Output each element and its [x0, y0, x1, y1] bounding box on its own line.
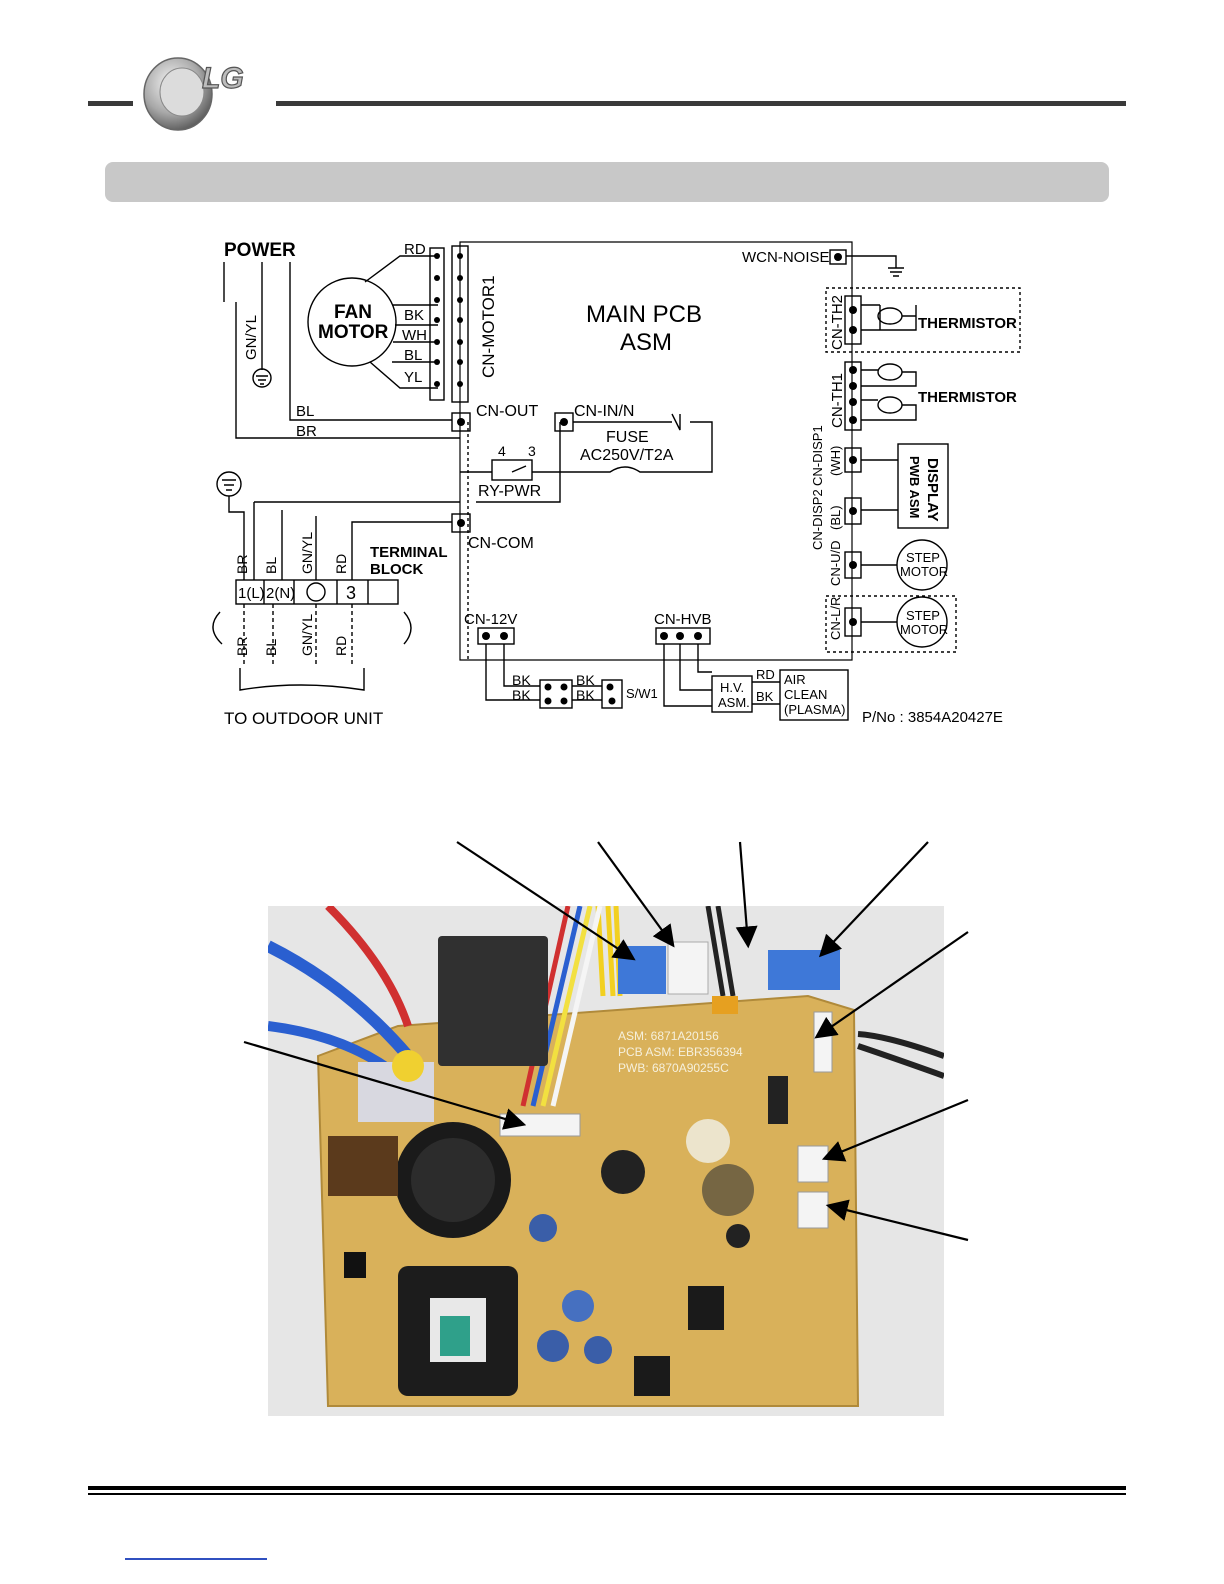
- logo-text: LG: [202, 62, 244, 95]
- term-bl-label: BL: [263, 557, 279, 574]
- terminal-block-label-1: TERMINAL: [370, 544, 448, 561]
- thermistor-label-2: THERMISTOR: [918, 389, 1017, 406]
- cn-disp1-color: (WH): [828, 446, 843, 476]
- sw1-label: S/W1: [626, 686, 658, 701]
- hv-rd-label: RD: [756, 667, 775, 682]
- ry-pwr-label: RY-PWR: [478, 483, 541, 500]
- power-label: POWER: [224, 240, 296, 261]
- br-wire-label: BR: [296, 423, 317, 440]
- air-clean-label-2: CLEAN: [784, 687, 827, 702]
- cn-motor1-label: CN-MOTOR1: [479, 275, 498, 378]
- air-clean-label-1: AIR: [784, 672, 806, 687]
- step-motor-ud-2: MOTOR: [900, 564, 948, 579]
- terminal-1: 1(L): [238, 585, 265, 602]
- section-title-bar: [105, 162, 1109, 202]
- wiring-schematic: POWER FAN MOTOR MAIN PCB ASM CN-MOTOR1 R…: [212, 240, 1021, 728]
- cn-disp2-label: CN-DISP2: [810, 489, 825, 550]
- cn-com-label: CN-COM: [468, 535, 534, 552]
- photo-pcb-asm-text: PCB ASM: EBR356394: [618, 1045, 743, 1059]
- footer-rule-thin: [88, 1493, 1126, 1495]
- header-rule-left: [88, 101, 133, 106]
- wire-wh-label: WH: [402, 327, 427, 344]
- footer-link-underline: [125, 1558, 267, 1560]
- wire-rd-label: RD: [404, 241, 426, 258]
- cn-hvb-label: CN-HVB: [654, 611, 712, 628]
- to-outdoor-label: TO OUTDOOR UNIT: [224, 709, 383, 728]
- sw-bk-4: BK: [576, 687, 595, 703]
- cn-out-label: CN-OUT: [476, 403, 538, 420]
- part-number: P/No : 3854A20427E: [862, 709, 1003, 726]
- cn-12v-label: CN-12V: [464, 611, 517, 628]
- fan-motor-label-2: MOTOR: [318, 322, 389, 343]
- gnyl-label: GN/YL: [243, 315, 260, 360]
- lg-logo: LG: [143, 57, 244, 131]
- cn-lr-label: CN-L/R: [828, 597, 843, 640]
- display-label-2: PWB ASM: [907, 456, 922, 518]
- term-gnyl-label: GN/YL: [299, 532, 315, 574]
- terminal-2: 2(N): [266, 585, 295, 602]
- out-gnyl-label: GN/YL: [299, 614, 315, 656]
- step-motor-lr-1: STEP: [906, 608, 940, 623]
- step-motor-lr-2: MOTOR: [900, 622, 948, 637]
- cn-in-n-label: CN-IN/N: [574, 403, 634, 420]
- out-bl-label: BL: [263, 639, 279, 656]
- sw-bk-1: BK: [512, 672, 531, 688]
- wire-bk-label: BK: [404, 307, 424, 324]
- photo-asm-text: ASM: 6871A20156: [618, 1029, 719, 1043]
- cn-disp2-color: (BL): [828, 505, 843, 530]
- relay-pin4: 4: [498, 443, 506, 459]
- sw-bk-3: BK: [576, 672, 595, 688]
- photo-pwb-text: PWB: 6870A90255C: [618, 1061, 729, 1075]
- terminal-3: 3: [346, 583, 356, 603]
- out-br-label: BR: [234, 637, 250, 656]
- step-motor-ud-1: STEP: [906, 550, 940, 565]
- sw-bk-2: BK: [512, 687, 531, 703]
- bl-wire-label: BL: [296, 403, 314, 420]
- out-rd-label: RD: [333, 636, 349, 656]
- wcn-noise-label: WCN-NOISE: [742, 249, 830, 266]
- hv-asm-label-2: ASM.: [718, 695, 750, 710]
- pcb-photo: ASM: 6871A20156 PCB ASM: EBR356394 PWB: …: [268, 906, 944, 1416]
- cn-ud-label: CN-U/D: [828, 541, 843, 587]
- main-pcb-label-2: ASM: [620, 329, 672, 356]
- fuse-rating-label: AC250V/T2A: [580, 447, 674, 464]
- fan-motor-label-1: FAN: [334, 302, 372, 323]
- wire-bl-label: BL: [404, 347, 422, 364]
- hv-asm-label-1: H.V.: [720, 680, 744, 695]
- wire-yl-label: YL: [404, 369, 422, 386]
- hv-bk-label: BK: [756, 689, 774, 704]
- thermistor-label-1: THERMISTOR: [918, 315, 1017, 332]
- cn-th2-label: CN-TH2: [829, 295, 846, 350]
- cn-th1-label: CN-TH1: [829, 373, 846, 428]
- main-pcb-label-1: MAIN PCB: [586, 301, 702, 328]
- term-br-label: BR: [234, 555, 250, 574]
- cn-disp1-label: CN-DISP1: [810, 425, 825, 486]
- header-rule-right: [276, 101, 1126, 106]
- term-rd-label: RD: [333, 554, 349, 574]
- footer-rule: [88, 1486, 1126, 1490]
- fuse-label: FUSE: [606, 429, 649, 446]
- relay-pin3: 3: [528, 443, 536, 459]
- air-clean-label-3: (PLASMA): [784, 702, 845, 717]
- display-label-1: DISPLAY: [924, 458, 941, 522]
- terminal-block-label-2: BLOCK: [370, 561, 423, 578]
